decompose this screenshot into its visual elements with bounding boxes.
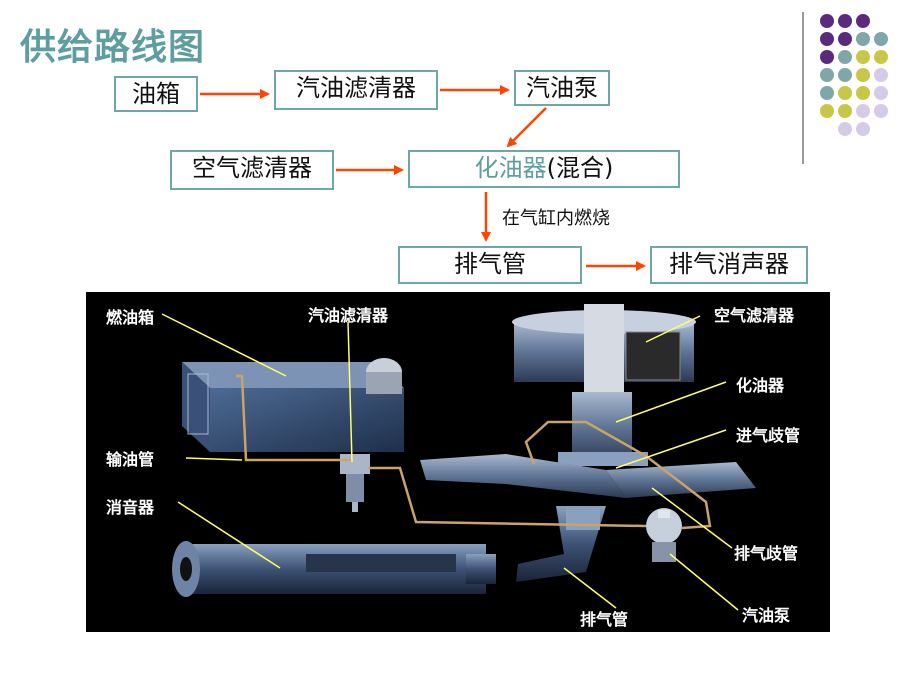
- diagram-label-fuel-pump: 汽油泵: [742, 606, 791, 625]
- fuel-tank-shape: [182, 358, 404, 452]
- fuel-filter-shape: [340, 454, 370, 512]
- diagram-label-fuel-filter: 汽油滤清器: [308, 306, 389, 325]
- diagram-label-fuel-line: 输油管: [106, 450, 155, 469]
- flow-label-muffler: 排气消声器: [669, 250, 789, 278]
- flow-box-carburetor: 化油器(混合): [408, 150, 680, 188]
- diagram-label-intake-manifold: 进气歧管: [736, 426, 801, 445]
- flow-label-fuel-tank: 油箱: [132, 80, 180, 108]
- flow-label-fuel-pump: 汽油泵: [526, 74, 598, 102]
- exhaust-pipe-shape: [516, 506, 606, 582]
- flow-box-air-filter: 空气滤清器: [170, 150, 334, 190]
- flow-paren-close: ): [604, 154, 614, 182]
- arrow-pump-to-carburetor: [506, 107, 547, 148]
- page-title: 供给路线图: [20, 27, 206, 68]
- diagram-label-carburetor: 化油器: [736, 376, 785, 395]
- flow-box-fuel-tank: 油箱: [114, 76, 198, 112]
- intake-manifold-shape: [420, 454, 756, 498]
- diagram-label-air-filter: 空气滤清器: [714, 306, 795, 325]
- flow-paren-open: (: [546, 154, 556, 182]
- air-filter-shape: [512, 304, 696, 404]
- fuel-pump-shape: [646, 508, 682, 562]
- diagram-label-muffler: 消音器: [106, 498, 155, 517]
- muffler-shape: [172, 541, 496, 597]
- flow-box-fuel-filter: 汽油滤清器: [274, 70, 438, 110]
- flow-label-air-filter: 空气滤清器: [192, 154, 312, 182]
- flow-label-carburetor: 化油器: [474, 154, 547, 182]
- diagram-label-exhaust-manifold: 排气歧管: [734, 544, 799, 563]
- flow-label-exhaust-pipe: 排气管: [454, 250, 526, 278]
- fuel-lines: [236, 374, 712, 530]
- illustration-graphics: [161, 304, 756, 611]
- flow-box-muffler: 排气消声器: [650, 246, 808, 284]
- diagram-label-fuel-tank: 燃油箱: [106, 308, 155, 327]
- flow-box-exhaust-pipe: 排气管: [398, 246, 582, 284]
- leader-lines: [161, 313, 739, 611]
- divider-line: [802, 12, 804, 164]
- diagram-label-exhaust-pipe: 排气管: [580, 610, 629, 629]
- carburetor-shape: [558, 392, 648, 466]
- flow-box-fuel-pump: 汽油泵: [514, 70, 610, 106]
- fuel-system-illustration: 燃油箱 汽油滤清器 空气滤清器 化油器 进气歧管 输油管 消音器 排气歧管 排气…: [86, 292, 830, 632]
- combustion-label: 在气缸内燃烧: [502, 208, 610, 229]
- flow-label-fuel-filter: 汽油滤清器: [296, 74, 416, 102]
- flow-label-mix: 混合: [556, 154, 604, 182]
